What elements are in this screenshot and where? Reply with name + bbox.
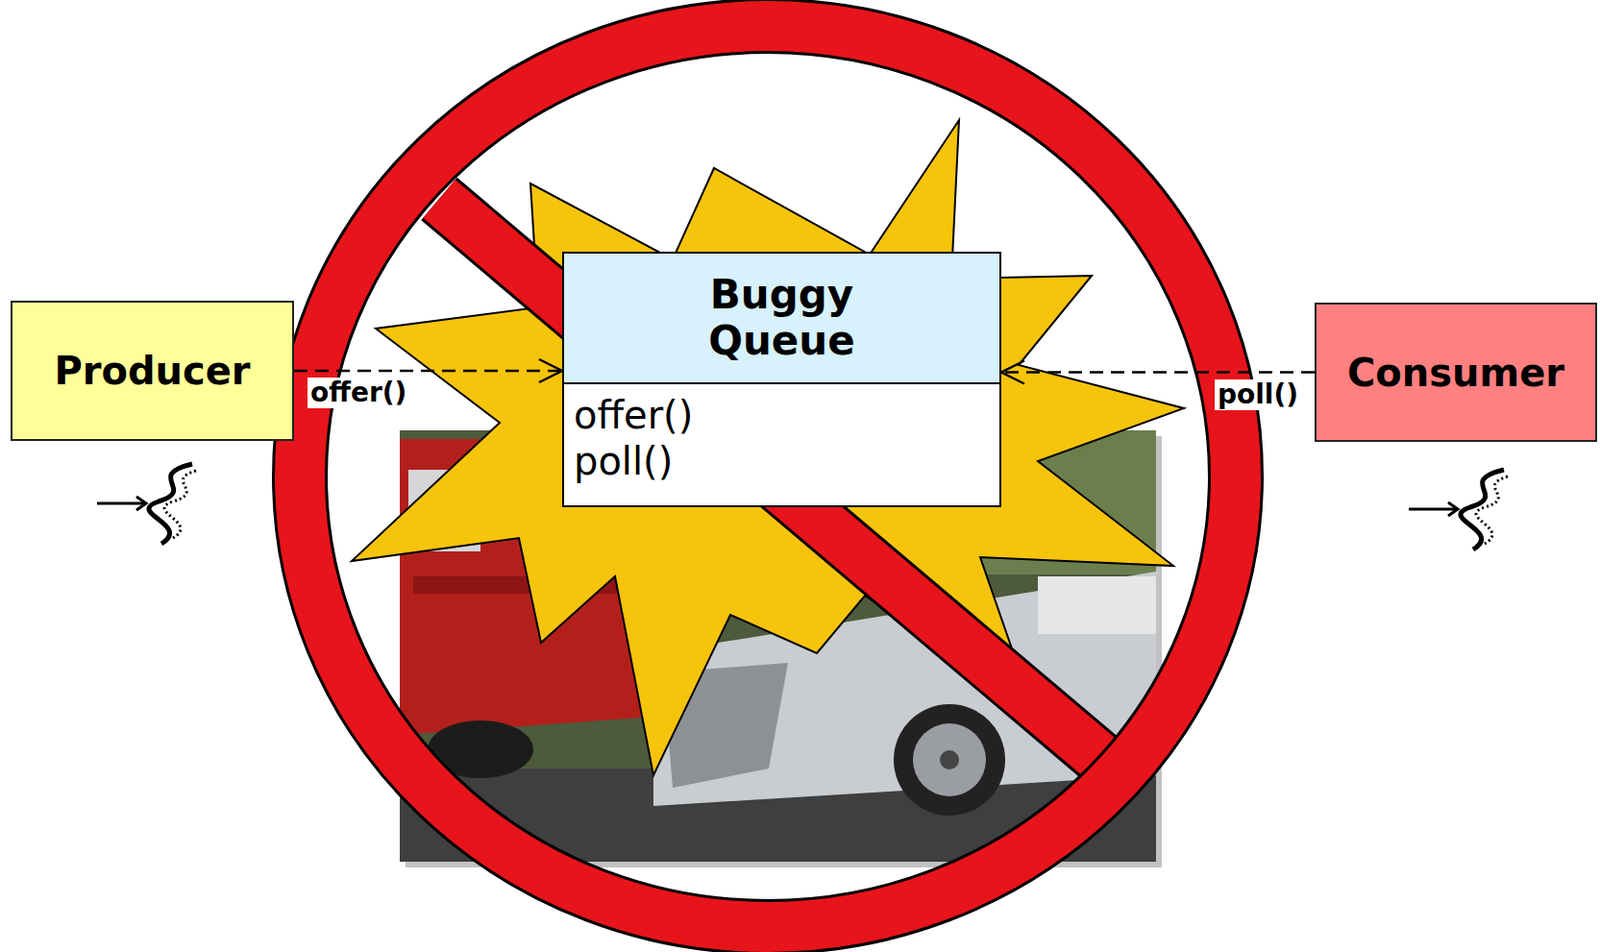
edge-label-patch: poll() (1214, 379, 1302, 411)
box-label: Consumer (1347, 350, 1565, 395)
explosion-starburst (351, 120, 1184, 776)
method-name: offer() (573, 392, 990, 439)
class-header: Buggy Queue (564, 253, 1000, 385)
method-call-label: poll() (1217, 378, 1299, 411)
class-body: offer()poll() (564, 384, 1000, 506)
class-name: Buggy Queue (662, 271, 903, 366)
edge-label-patch: offer() (307, 377, 410, 409)
thread-symbol (97, 464, 197, 544)
method-call-label: offer() (310, 376, 407, 409)
box-label: Producer (53, 348, 250, 394)
prohibition-sign (299, 25, 1236, 928)
method-name: poll() (573, 438, 990, 485)
consumer-box: Consumer (1314, 302, 1598, 443)
thread-symbol (1408, 469, 1508, 550)
producer-box: Producer (10, 300, 295, 442)
class-box: Buggy Queue offer()poll() (562, 251, 1002, 508)
